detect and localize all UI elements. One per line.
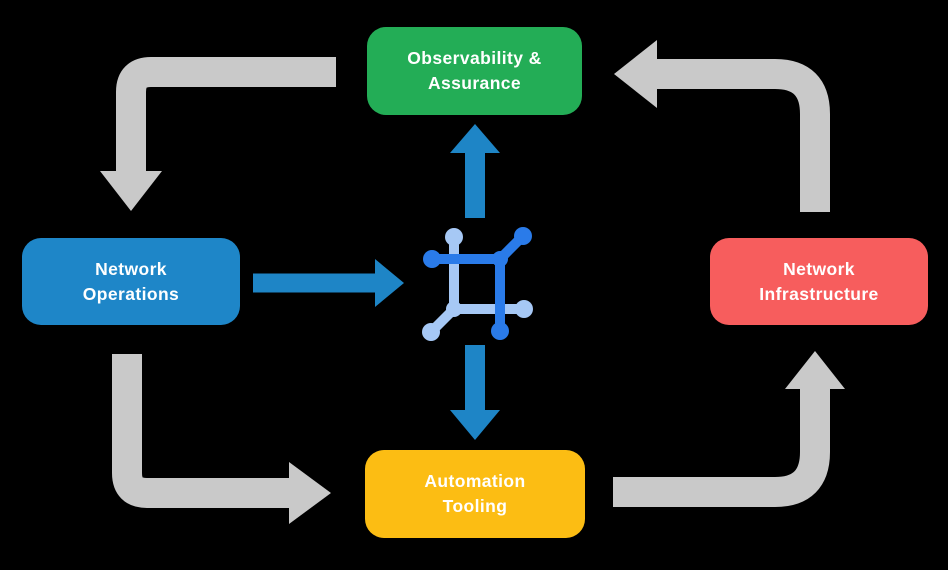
node-automation-label-line2: Tooling bbox=[442, 496, 508, 516]
arrow-operations-to-automation bbox=[112, 354, 331, 524]
arrow-observability-to-operations bbox=[100, 57, 336, 211]
arrow-infrastructure-to-observability bbox=[614, 40, 830, 212]
node-observability-label-line1: Observability & bbox=[407, 48, 542, 69]
node-observability-label-line2: Assurance bbox=[427, 73, 522, 93]
network-mesh-icon-light-part bbox=[422, 228, 533, 341]
node-observability-assurance: Observability & Assurance bbox=[367, 27, 582, 115]
node-infrastructure-label-line2: Infrastructure bbox=[759, 283, 879, 304]
network-mesh-icon bbox=[422, 227, 533, 341]
arrow-automation-to-infrastructure bbox=[613, 351, 845, 507]
network-mesh-icon-dark-part bbox=[423, 227, 532, 340]
node-operations-label-line2: Operations bbox=[82, 283, 180, 304]
node-infrastructure-label-line1: Network bbox=[783, 258, 855, 279]
node-automation-tooling: Automation Tooling bbox=[365, 450, 585, 538]
arrow-center-to-observability bbox=[450, 124, 500, 218]
arrow-operations-to-center bbox=[253, 259, 404, 307]
node-operations-label-line1: Network bbox=[95, 258, 167, 279]
arrow-center-to-automation bbox=[450, 345, 500, 440]
node-network-operations: Network Operations bbox=[22, 238, 240, 325]
node-network-infrastructure: Network Infrastructure bbox=[710, 238, 928, 325]
node-automation-label-line1: Automation bbox=[424, 471, 526, 492]
